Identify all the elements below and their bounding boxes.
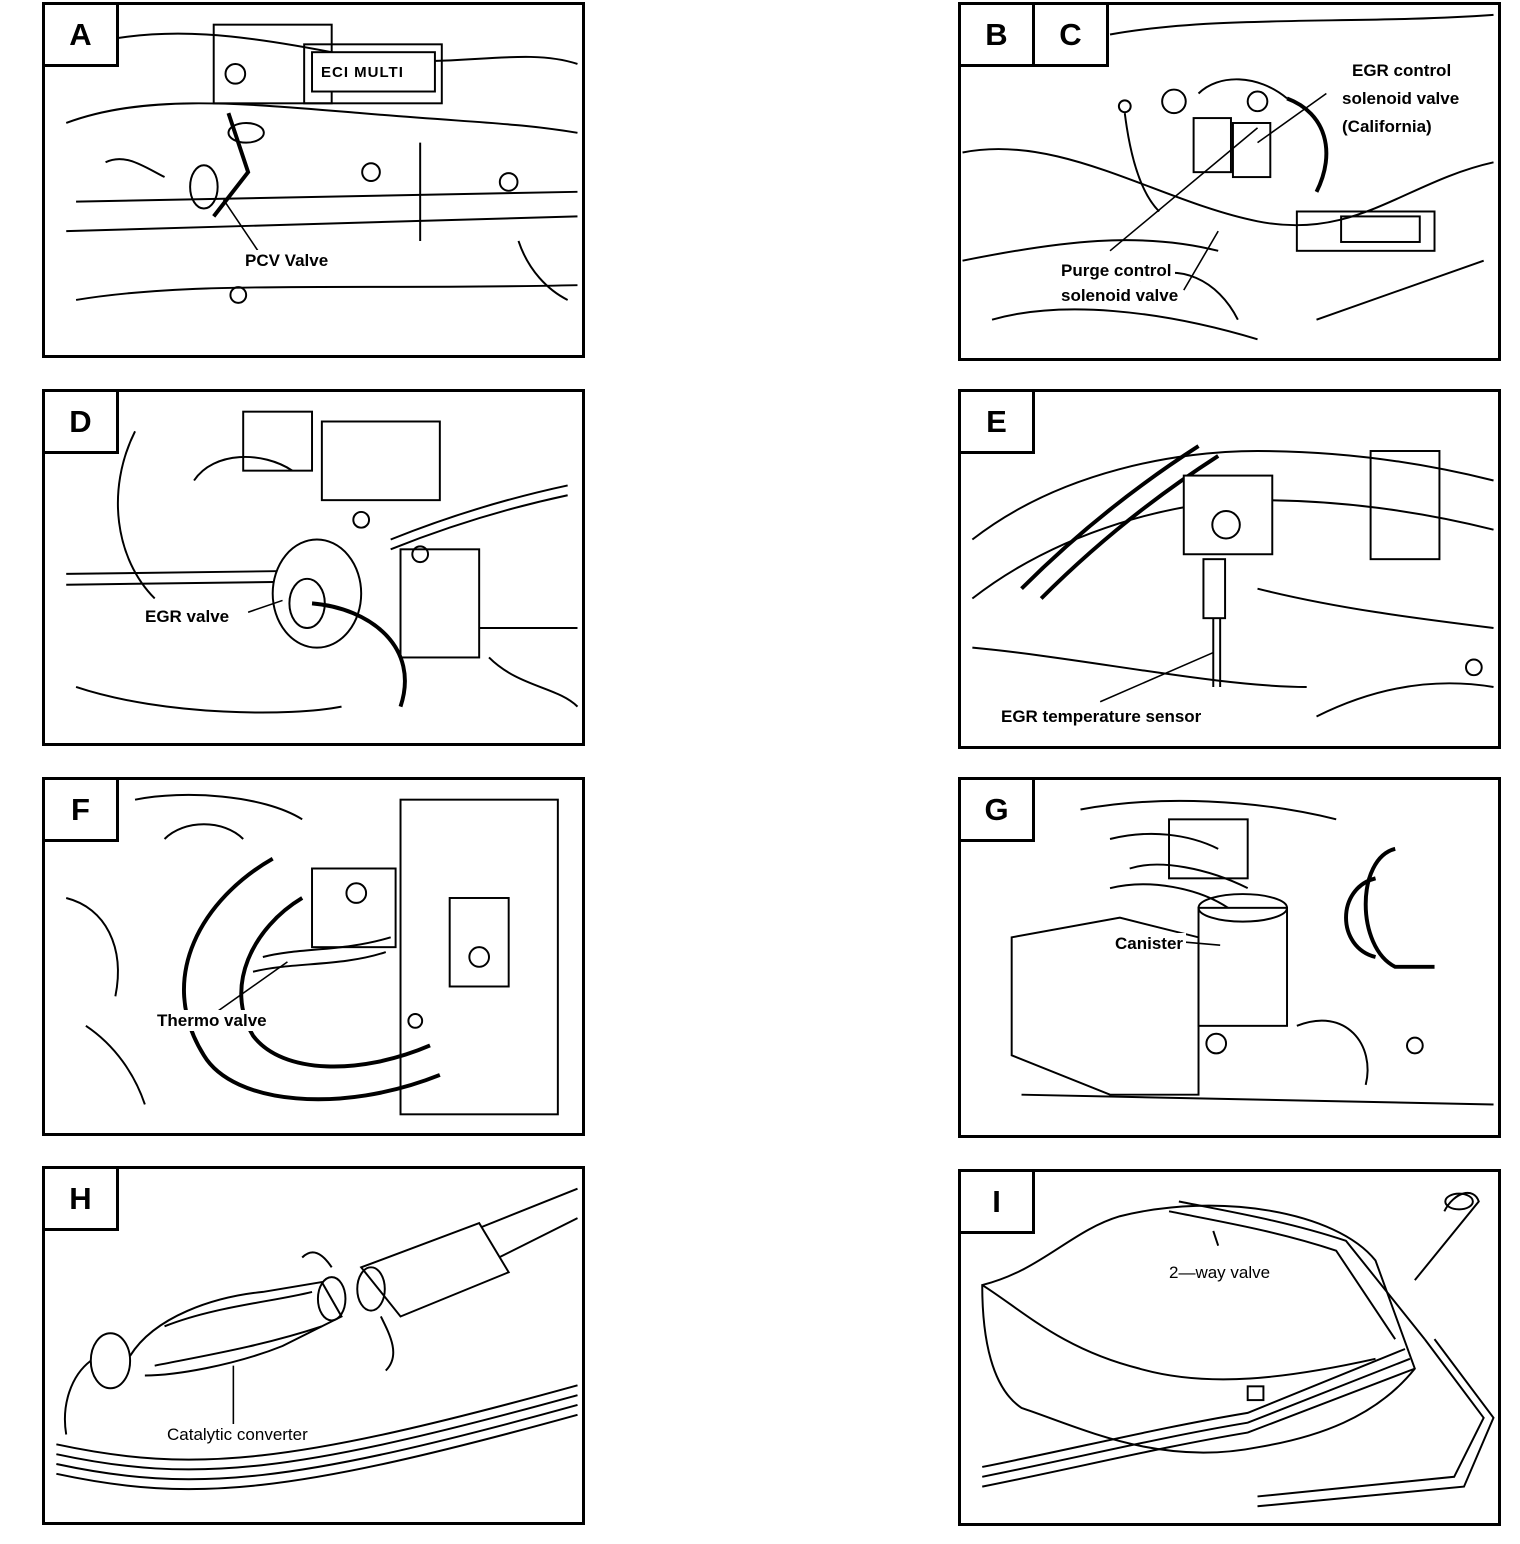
panel-letter-d: D (45, 392, 119, 454)
panel-bc: B C EGR control solenoid valve (Californ… (958, 2, 1501, 361)
label-purge-control: Purge control (1058, 260, 1175, 281)
egr-valve-illustration (66, 410, 579, 714)
panel-g: G Canister (958, 777, 1501, 1138)
engine-badge: ECI MULTI (318, 62, 407, 83)
panel-f: F Thermo valve (42, 777, 585, 1136)
panel-i: I 2—way valve (958, 1169, 1501, 1526)
thermo-valve-illustration (65, 793, 559, 1116)
label-pcv-valve: PCV Valve (242, 250, 332, 271)
label-egr-temperature-sensor: EGR temperature sensor (998, 706, 1205, 727)
pcv-valve-illustration (65, 23, 578, 304)
panel-letter-h: H (45, 1169, 119, 1231)
canister-illustration (1010, 799, 1494, 1106)
panel-letter-e: E (961, 392, 1035, 454)
label-california: (California) (1339, 116, 1435, 137)
label-two-way-valve: 2—way valve (1166, 1262, 1274, 1283)
panel-letter-c: C (1035, 5, 1109, 67)
panel-letter-f: F (45, 780, 119, 842)
panel-d: D EGR valve (42, 389, 585, 746)
two-way-valve-illustration (981, 1191, 1495, 1508)
panel-letter-b: B (961, 5, 1035, 67)
solenoid-valves-illustration (962, 13, 1494, 341)
catalytic-converter-illustration (56, 1187, 578, 1491)
panel-h: H Catalytic converter (42, 1166, 585, 1525)
label-egr-valve: EGR valve (142, 606, 233, 627)
egr-temp-sensor-illustration (971, 444, 1494, 718)
panel-letter-i: I (961, 1172, 1035, 1234)
label-canister: Canister (1112, 933, 1187, 954)
label-purge-solenoid-valve: solenoid valve (1058, 285, 1182, 306)
label-thermo-valve: Thermo valve (154, 1010, 270, 1031)
panel-e: E EGR temperature sensor (958, 389, 1501, 749)
label-egr-control: EGR control (1349, 60, 1455, 81)
label-catalytic-converter: Catalytic converter (164, 1424, 311, 1445)
panel-letter-a: A (45, 5, 119, 67)
label-egr-solenoid-valve: solenoid valve (1339, 88, 1463, 109)
panel-a: A ECI MULTI PCV Valve (42, 2, 585, 358)
panel-letter-g: G (961, 780, 1035, 842)
